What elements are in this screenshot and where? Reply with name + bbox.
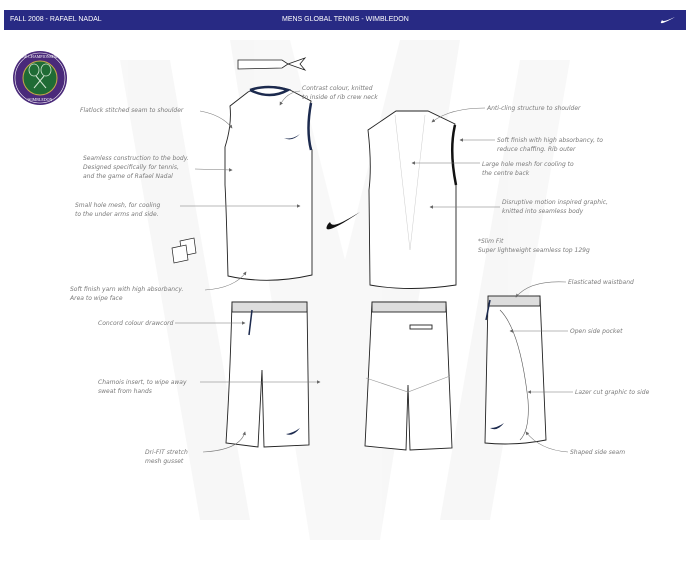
note-disruptive-1: Disruptive motion inspired graphic, — [502, 199, 608, 206]
note-soft-yarn-1: Soft finish yarn with high absorbancy. — [70, 286, 184, 293]
note-seamless-2: Designed specifically for tennis, — [83, 164, 179, 171]
header-bar: FALL 2008 - RAFAEL NADAL MENS GLOBAL TEN… — [4, 10, 686, 30]
back-top-sketch — [367, 110, 458, 289]
note-weight: Super lightweight seamless top 129g — [478, 247, 590, 254]
note-soft-finish-2: reduce chaffing. Rib outer — [497, 146, 576, 153]
note-contrast-1: Contrast colour, knitted — [302, 85, 373, 92]
note-contrast-2: to inside of rib crew neck — [302, 94, 378, 101]
note-small-mesh-1: Small hole mesh, for cooling — [75, 202, 161, 209]
note-pocket: Open side pocket — [570, 328, 623, 335]
wimbledon-logo: THE CHAMPIONSHIPS WIMBLEDON — [13, 51, 67, 105]
headband-sketch — [237, 57, 307, 71]
wristband-sketch — [171, 237, 197, 264]
note-soft-finish-1: Soft finish with high absorbancy, to — [497, 137, 603, 144]
nike-swoosh-logo — [326, 212, 360, 230]
note-seamless-1: Seamless construction to the body. — [83, 155, 189, 162]
note-disruptive-2: knitted into seamless body — [502, 208, 584, 215]
back-shorts-sketch — [364, 301, 453, 451]
note-lazer: Lazer cut graphic to side — [575, 389, 650, 396]
note-soft-yarn-2: Area to wipe face — [70, 295, 123, 302]
season-title: FALL 2008 - RAFAEL NADAL — [10, 16, 102, 23]
note-flatlock: Flatlock stitched seam to shoulder — [80, 107, 184, 114]
note-chamois-1: Chamois insert, to wipe away — [98, 379, 187, 386]
nike-swoosh-icon — [660, 17, 675, 24]
annotation-leaders — [175, 90, 573, 453]
note-side-seam: Shaped side seam — [570, 449, 626, 456]
front-shorts-sketch — [225, 301, 310, 448]
logo-text-top: THE CHAMPIONSHIPS — [19, 54, 60, 59]
note-drawcord: Concord colour drawcord — [98, 320, 174, 327]
note-chamois-2: sweat from hands — [98, 388, 152, 395]
note-drifit-2: mesh gusset — [145, 458, 184, 465]
note-anti-cling: Anti-cling structure to shoulder — [487, 105, 581, 112]
logo-text-bottom: WIMBLEDON — [28, 97, 53, 102]
note-waistband: Elasticated waistband — [568, 279, 634, 286]
wimbledon-watermark — [120, 40, 570, 540]
note-slim-fit: *Slim Fit — [478, 238, 504, 245]
front-top-sketch — [224, 85, 313, 281]
collection-title: MENS GLOBAL TENNIS - WIMBLEDON — [282, 16, 409, 23]
side-shorts-sketch — [484, 295, 547, 445]
note-small-mesh-2: to the under arms and side. — [75, 211, 159, 218]
note-seamless-3: and the game of Rafael Nadal — [83, 173, 173, 180]
note-large-mesh-1: Large hole mesh for cooling to — [482, 161, 574, 168]
note-large-mesh-2: the centre back — [482, 170, 530, 177]
note-drifit-1: Dri-FIT stretch — [145, 449, 188, 456]
